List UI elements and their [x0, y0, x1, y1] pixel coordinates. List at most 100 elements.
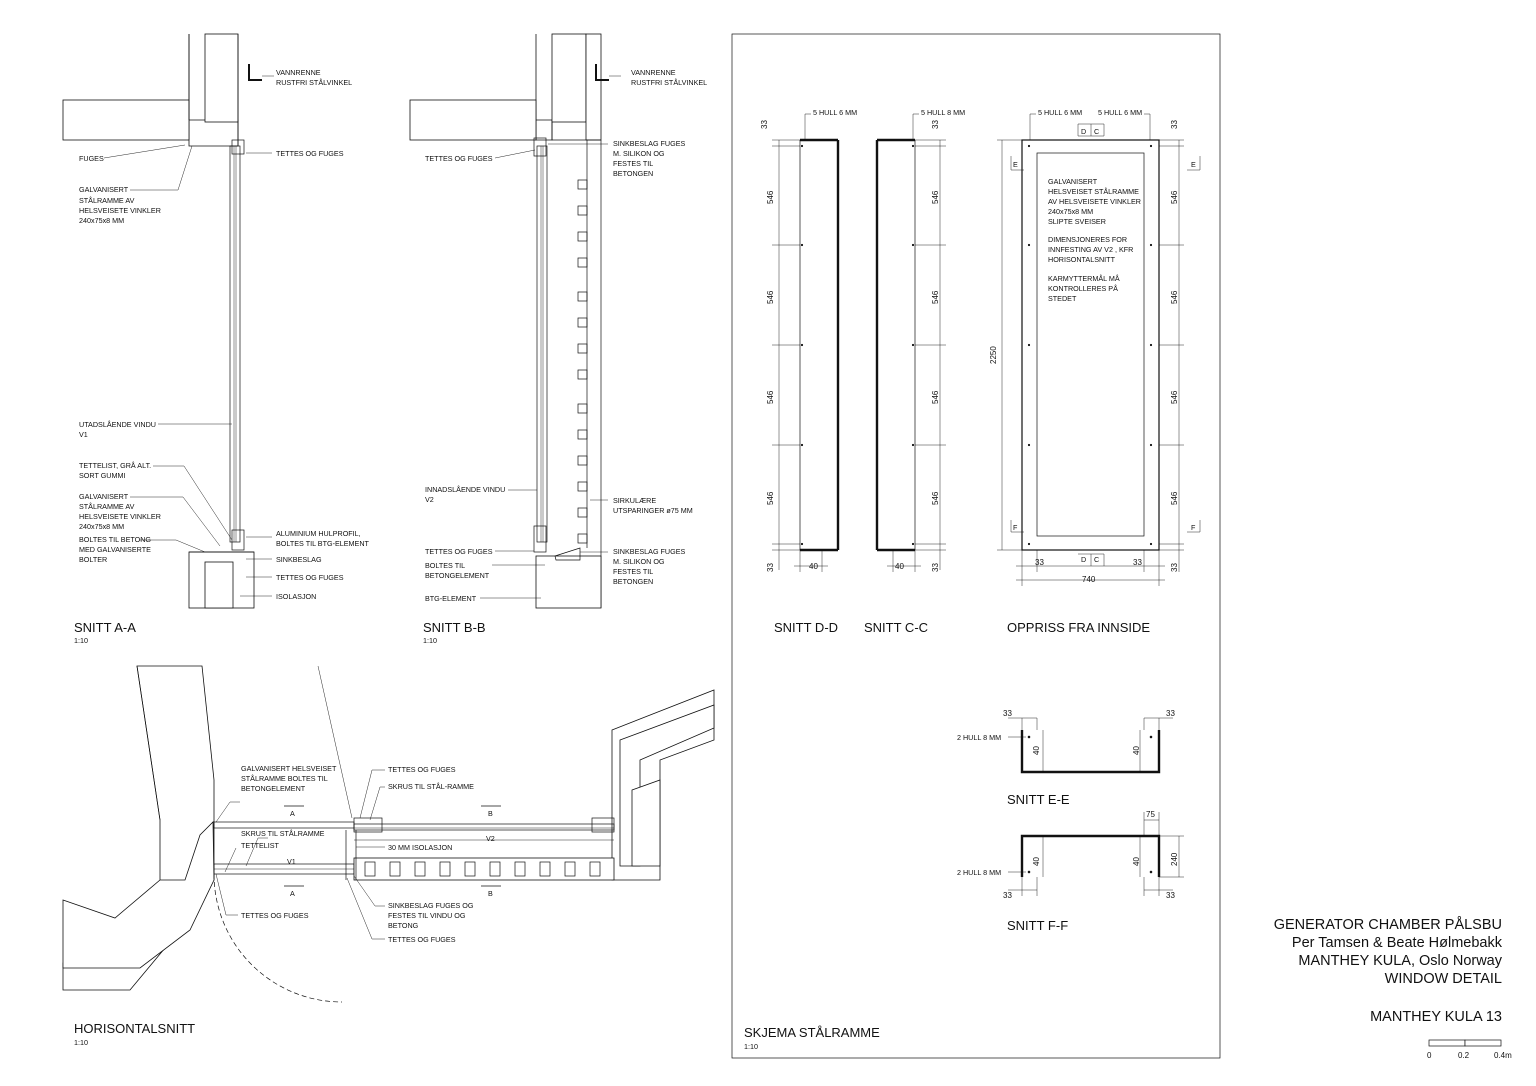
label-tettes: TETTES OG FUGES	[276, 149, 344, 158]
title-block: GENERATOR CHAMBER PÅLSBU Per Tamsen & Be…	[1274, 916, 1503, 1025]
section-b-title: SNITT B-B	[423, 620, 486, 635]
label: ALUMINIUM HULPROFIL,	[276, 529, 361, 538]
label: INNADSLÅENDE VINDU	[425, 485, 505, 494]
label-fuges: FUGES	[79, 154, 104, 163]
label: BOLTES TIL	[425, 561, 465, 570]
mark-f-right: F	[1191, 523, 1196, 532]
label: TETTES OG FUGES	[388, 765, 456, 774]
label: SINKBESLAG FUGES OG	[388, 901, 474, 910]
dim: 33	[931, 120, 940, 129]
label-v2: V2	[486, 834, 495, 843]
dim: 33	[1003, 891, 1012, 900]
mark-b-top: B	[488, 809, 493, 818]
label: GALVANISERT	[79, 492, 129, 501]
skjema-scale: 1:10	[744, 1042, 758, 1051]
label: HELSVEISETE VINKLER	[79, 206, 161, 215]
section-b-b	[409, 33, 609, 609]
label: SIRKULÆRE	[613, 496, 656, 505]
mark-c-bottom: C	[1094, 555, 1099, 564]
note-line: DIMENSJONERES FOR	[1048, 235, 1127, 244]
label: UTSPARINGER ø75 MM	[613, 506, 693, 515]
note-line: AV HELSVEISETE VINKLER	[1048, 197, 1141, 206]
labels-b: VANNRENNE RUSTFRI STÅLVINKEL TETTES OG F…	[423, 68, 707, 645]
note-line: 240x75x8 MM	[1048, 207, 1093, 216]
label: GALVANISERT HELSVEISET	[241, 764, 337, 773]
section-a-a	[62, 33, 262, 609]
note-line: GALVANISERT	[1048, 177, 1098, 186]
label: SORT GUMMI	[79, 471, 125, 480]
dim: 40	[1032, 857, 1041, 866]
label: STÅLRAMME AV	[79, 196, 135, 205]
section-h-scale: 1:10	[74, 1038, 88, 1047]
sheet-number: MANTHEY KULA 13	[1370, 1009, 1502, 1025]
section-cc-title: SNITT C-C	[864, 620, 928, 635]
mark-c: C	[1094, 127, 1099, 136]
mark-d: D	[1081, 127, 1086, 136]
label: BTG-ELEMENT	[425, 594, 477, 603]
label-stalvinkel: RUSTFRI STÅLVINKEL	[276, 78, 352, 87]
dim: 40	[1032, 746, 1041, 755]
dim-740: 740	[1082, 575, 1096, 584]
dim: 33	[1166, 709, 1175, 718]
skjema-title: SKJEMA STÅLRAMME	[744, 1025, 880, 1040]
label: SKRUS TIL STÅLRAMME	[241, 829, 325, 838]
mark-a-top: A	[290, 809, 295, 818]
label: BOLTER	[79, 555, 107, 564]
dim: 546	[766, 491, 775, 505]
label: TETTES OG FUGES	[388, 935, 456, 944]
dim: 546	[1170, 390, 1179, 404]
label: VANNRENNE	[631, 68, 676, 77]
label: TETTES OG FUGES	[425, 154, 493, 163]
label: BETONGEN	[613, 577, 653, 586]
label-hull-opp-left: 5 HULL 6 MM	[1038, 108, 1082, 117]
label: ISOLASJON	[276, 592, 316, 601]
dim: 546	[766, 390, 775, 404]
section-dd-title: SNITT D-D	[774, 620, 838, 635]
dim: 33	[1035, 558, 1044, 567]
label-hull-ff: 2 HULL 8 MM	[957, 868, 1001, 877]
scale-label-04: 0.4m	[1494, 1051, 1512, 1060]
dim: 546	[766, 190, 775, 204]
label-hull-ee: 2 HULL 8 MM	[957, 733, 1001, 742]
label: TETTES OG FUGES	[241, 911, 309, 920]
dim-2250: 2250	[989, 346, 998, 364]
dim: 40	[1132, 746, 1141, 755]
dim-240: 240	[1170, 852, 1179, 866]
dim: 33	[1170, 563, 1179, 572]
dim: 33	[766, 563, 775, 572]
note-line: STEDET	[1048, 294, 1077, 303]
section-a-scale: 1:10	[74, 636, 88, 645]
mark-d-bottom: D	[1081, 555, 1086, 564]
skjema-stalramme: 33 546 546 546 546 33 40 5 HULL 6 MM SNI…	[744, 108, 1201, 1051]
label: GALVANISERT	[79, 185, 129, 194]
dim: 546	[931, 390, 940, 404]
circular-openings	[577, 179, 588, 544]
label: 240x75x8 MM	[79, 216, 124, 225]
label: TETTES OG FUGES	[425, 547, 493, 556]
label: SINKBESLAG FUGES	[613, 139, 686, 148]
leaders-b	[480, 75, 621, 599]
dim: 546	[766, 290, 775, 304]
dim: 546	[1170, 290, 1179, 304]
scale-bar: 0 0.2 0.4m	[1427, 1039, 1512, 1060]
section-a-title: SNITT A-A	[74, 620, 136, 635]
dim: 33	[760, 120, 769, 129]
label: BETONG	[388, 921, 419, 930]
mark-e: E	[1013, 160, 1018, 169]
label: STÅLRAMME BOLTES TIL	[241, 774, 328, 783]
label: FESTES TIL	[613, 567, 653, 576]
dim: 40	[895, 562, 904, 571]
scale-label-02: 0.2	[1458, 1051, 1470, 1060]
leaders-a	[103, 75, 274, 597]
label: V1	[79, 430, 88, 439]
label: 240x75x8 MM	[79, 522, 124, 531]
office: MANTHEY KULA, Oslo Norway	[1298, 953, 1502, 969]
dim: 546	[931, 491, 940, 505]
circular-openings-h	[364, 861, 601, 877]
dim-75: 75	[1146, 810, 1155, 819]
label: SINKBESLAG	[276, 555, 322, 564]
label-v1: V1	[287, 857, 296, 866]
dim: 33	[1166, 891, 1175, 900]
dim: 546	[931, 290, 940, 304]
label: HELSVEISETE VINKLER	[79, 512, 161, 521]
